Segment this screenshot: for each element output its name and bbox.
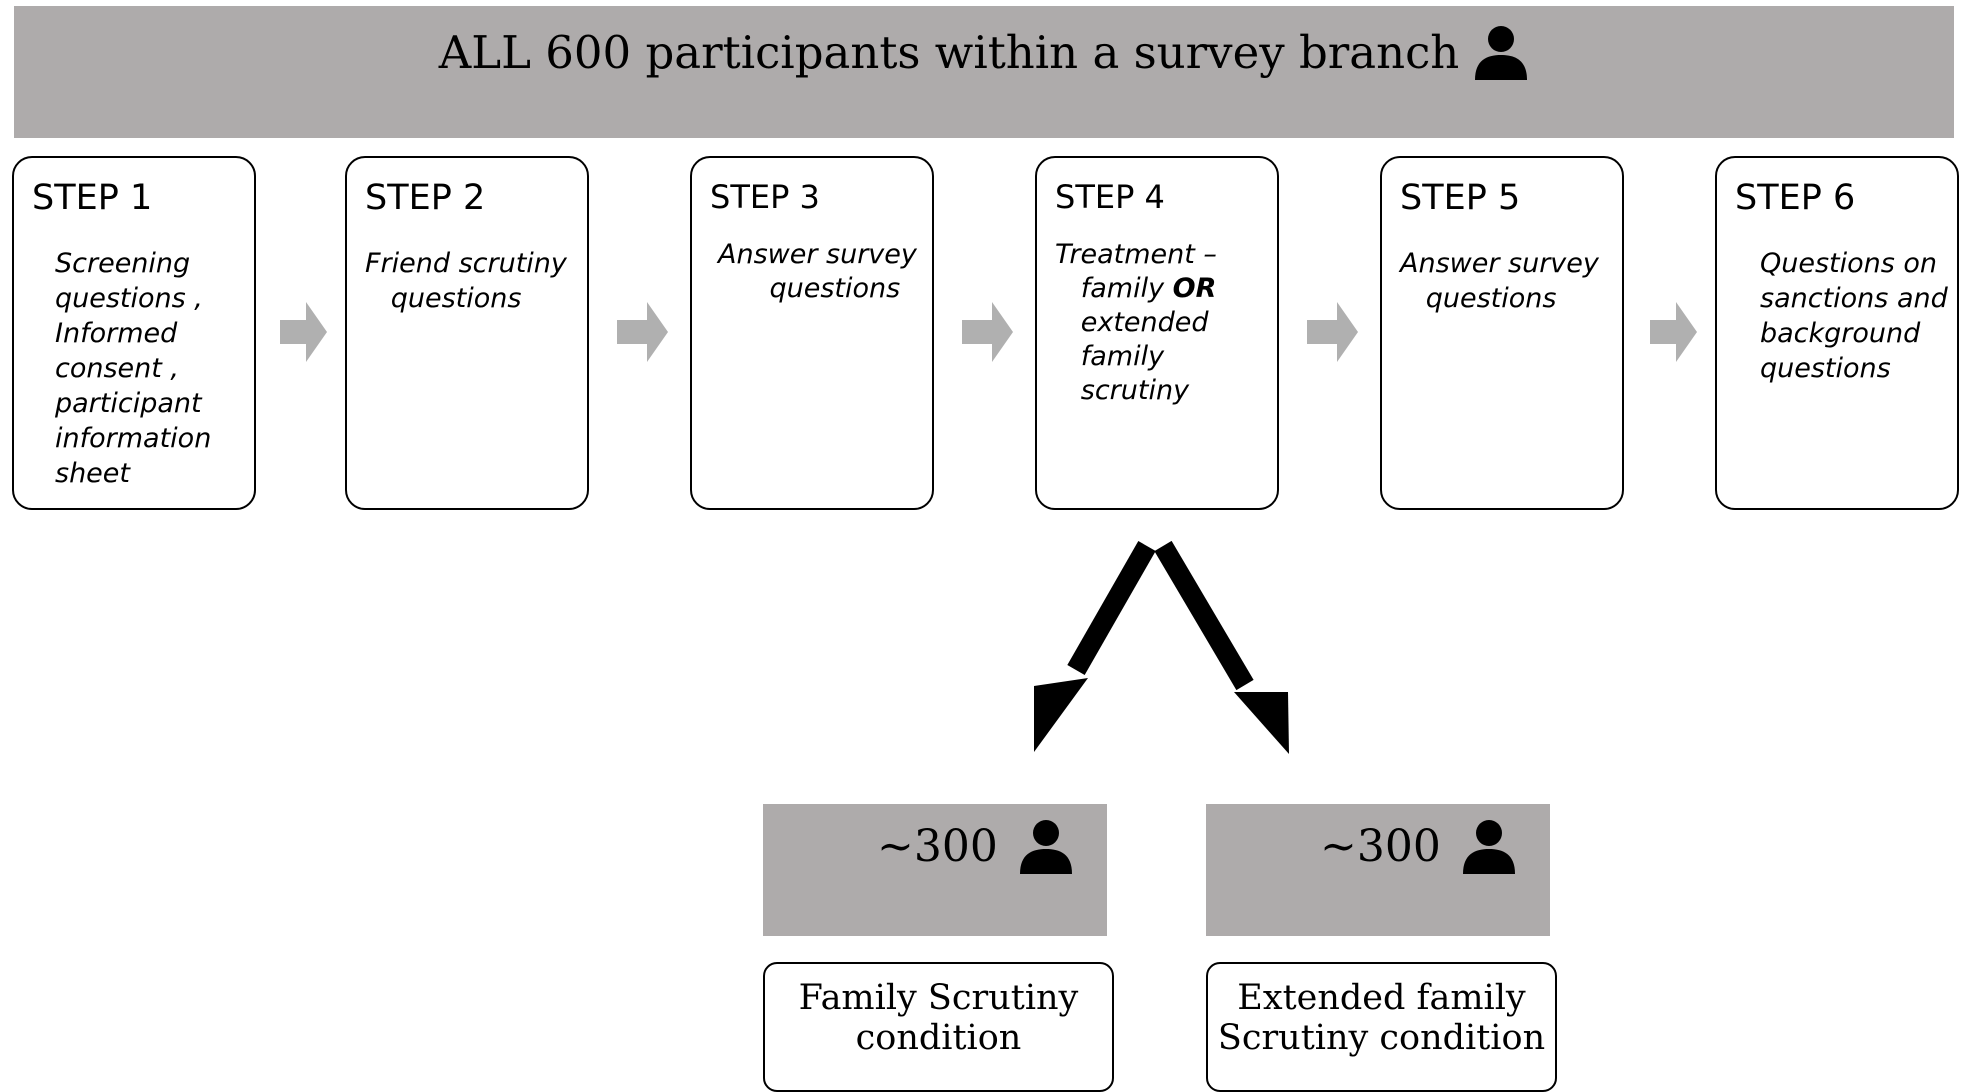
step-2-description: Friend scrutiny questions	[365, 248, 567, 314]
step-5-box: STEP 5 Answer survey questions	[1380, 156, 1624, 510]
person-icon	[1461, 818, 1517, 874]
step-4-description-suffix: extended family scrutiny	[1080, 307, 1209, 406]
banner-title: ALL 600 participants within a survey bra…	[438, 25, 1460, 79]
step-2-box: STEP 2 Friend scrutiny questions	[345, 156, 589, 510]
step-1-description: Screening questions , Informed consent ,…	[55, 248, 212, 489]
extended-family-scrutiny-condition-box: Extended family Scrutiny condition	[1206, 962, 1557, 1092]
split-arrow-right	[1154, 540, 1289, 754]
step-5-description: Answer survey questions	[1400, 248, 1599, 314]
step-4-description-emphasis: OR	[1172, 273, 1217, 304]
family-group-count: ~300	[877, 820, 998, 872]
person-icon	[1473, 24, 1529, 80]
step-6-title: STEP 6	[1735, 178, 1856, 218]
person-icon	[1018, 818, 1074, 874]
step-4-box: STEP 4 Treatment – family OR extended fa…	[1035, 156, 1279, 510]
step-1-title: STEP 1	[32, 178, 153, 218]
flow-arrow-4-5	[1307, 302, 1358, 362]
family-scrutiny-condition-label: Family Scrutiny condition	[798, 978, 1079, 1058]
step-6-box: STEP 6 Questions on sanctions and backgr…	[1715, 156, 1959, 510]
extended-family-group-count: ~300	[1320, 820, 1441, 872]
flow-arrow-2-3	[617, 302, 668, 362]
step-4-description-prefix: Treatment – family	[1055, 239, 1217, 304]
all-participants-banner: ALL 600 participants within a survey bra…	[14, 6, 1954, 138]
step-3-box: STEP 3 Answer survey questions	[690, 156, 934, 510]
step-3-description: Answer survey questions	[718, 239, 917, 304]
step-4-title: STEP 4	[1055, 178, 1165, 216]
extended-family-scrutiny-condition-label: Extended family Scrutiny condition	[1217, 978, 1546, 1058]
split-arrow-left	[1034, 541, 1156, 752]
step-6-description: Questions on sanctions and background qu…	[1760, 248, 1948, 384]
family-group-box: ~300	[763, 804, 1107, 936]
family-scrutiny-condition-box: Family Scrutiny condition	[763, 962, 1114, 1092]
extended-family-group-box: ~300	[1206, 804, 1550, 936]
step-1-box: STEP 1 Screening questions , Informed co…	[12, 156, 256, 510]
step-4-description: Treatment – family OR extended family sc…	[1055, 238, 1217, 408]
step-5-title: STEP 5	[1400, 178, 1521, 218]
flow-arrow-1-2	[280, 302, 327, 362]
step-2-title: STEP 2	[365, 178, 486, 218]
flow-arrow-3-4	[962, 302, 1013, 362]
step-3-title: STEP 3	[710, 178, 820, 216]
flow-arrow-5-6	[1650, 302, 1697, 362]
